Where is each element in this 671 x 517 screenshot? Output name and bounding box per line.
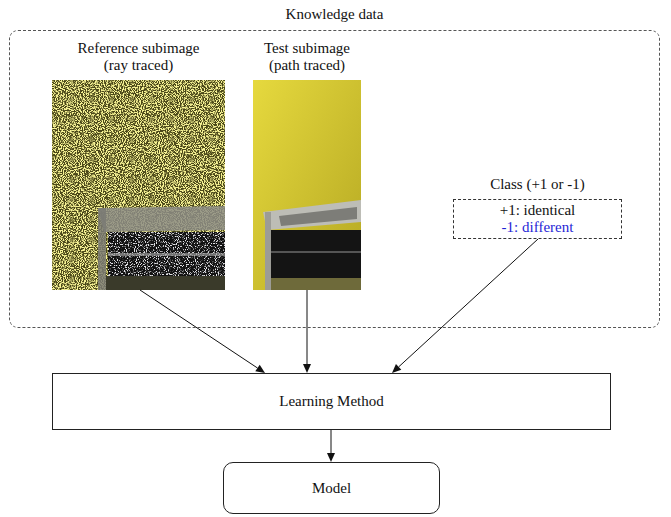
group-panel: Knowledge dataReference subimage (ray tr… [9,6,660,328]
connector-arrow [303,290,311,373]
connector-arrow [140,290,265,373]
class-heading: Class (+1 or -1) [453,176,622,193]
process-box: Learning Method [52,373,611,430]
class-box: Class (+1 or -1) +1: identical-1: differe… [453,176,622,239]
connector-arrow [392,239,538,373]
dashed-outline: +1: identical-1: different [453,199,622,239]
box-label: Model [312,480,351,497]
subimage: Reference subimage (ray traced) [52,40,225,290]
class-value: -1: different [460,219,615,236]
image-caption: Reference subimage (ray traced) [71,40,206,74]
connector-line [140,290,258,368]
class-value: +1: identical [460,202,615,219]
connector-line [399,239,538,367]
image-caption: Test subimage (path traced) [257,40,357,74]
connector-line [307,290,308,364]
arrow-head [255,365,265,373]
arrow-head [303,364,311,373]
arrow-head [392,364,401,373]
subimage: Test subimage (path traced) [253,40,361,290]
arrow-head [327,453,335,462]
model-box: Model [223,462,440,514]
path-traced-image [253,80,361,290]
connector-arrow [327,430,335,462]
ray-traced-image [52,80,225,290]
group-title: Knowledge data [280,6,390,23]
connector-line [331,430,332,453]
box-label: Learning Method [279,393,384,410]
